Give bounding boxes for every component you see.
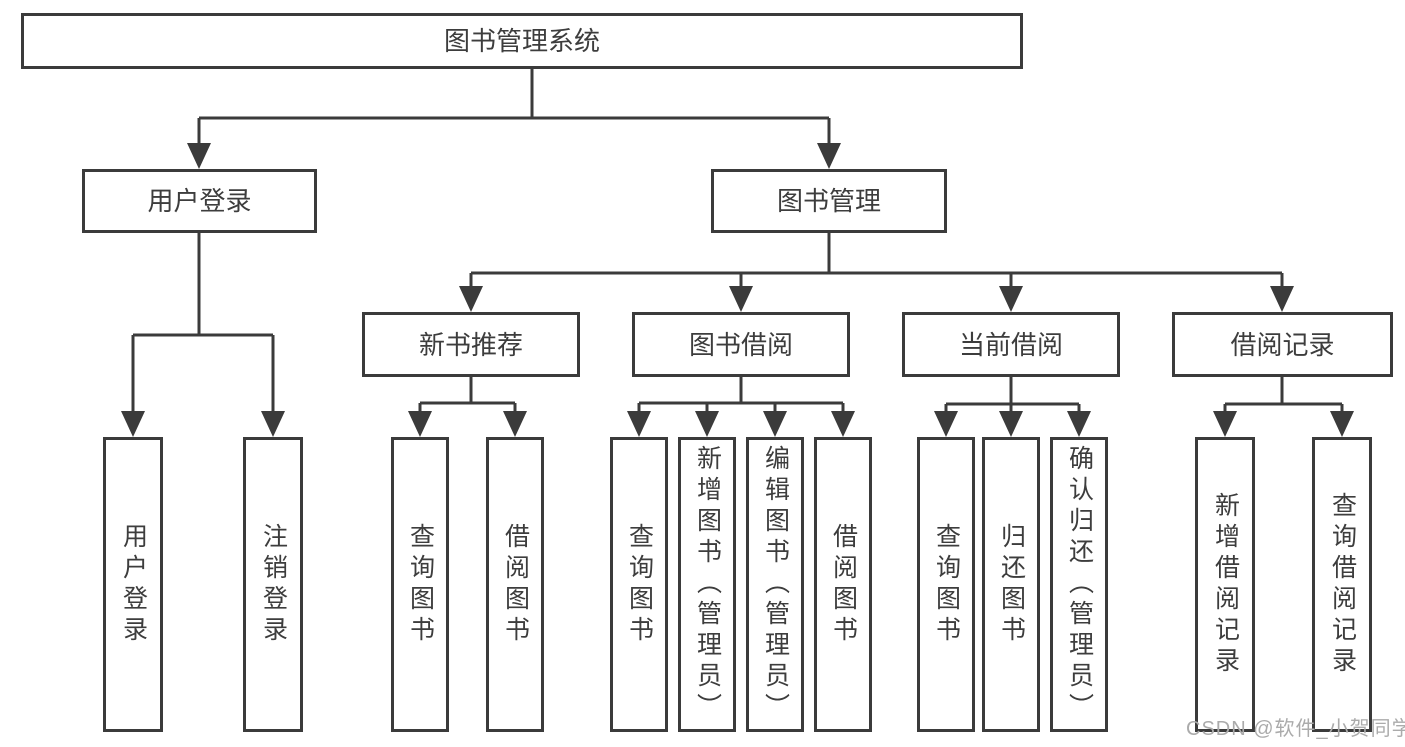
- leaf-current-confirm-return-admin: 确认归还（管理员）: [1050, 437, 1108, 732]
- leaf-rec-borrow-books: 借阅图书: [486, 437, 544, 732]
- leaf-records-add-record: 新增借阅记录: [1195, 437, 1255, 732]
- node-new-book-recommend: 新书推荐: [362, 312, 580, 377]
- watermark: CSDN @软件_小贺同学: [1186, 718, 1405, 740]
- connector-paths: [131, 69, 1344, 417]
- leaf-borrow-edit-books-admin: 编辑图书（管理员）: [746, 437, 804, 732]
- node-book-borrowing: 图书借阅: [632, 312, 850, 377]
- node-user-login: 用户登录: [82, 169, 317, 233]
- arrowheads: [121, 143, 1354, 437]
- node-book-management: 图书管理: [711, 169, 947, 233]
- node-current-borrowing: 当前借阅: [902, 312, 1120, 377]
- leaf-current-return-books: 归还图书: [982, 437, 1040, 732]
- leaf-current-query-books: 查询图书: [917, 437, 975, 732]
- leaf-user-login: 用户登录: [103, 437, 163, 732]
- leaf-records-query-record: 查询借阅记录: [1312, 437, 1372, 732]
- leaf-borrow-query-books: 查询图书: [610, 437, 668, 732]
- node-library-management-system: 图书管理系统: [21, 13, 1023, 69]
- leaf-borrow-borrow-books: 借阅图书: [814, 437, 872, 732]
- node-borrowing-records: 借阅记录: [1172, 312, 1393, 377]
- leaf-logout: 注销登录: [243, 437, 303, 732]
- leaf-rec-query-books: 查询图书: [391, 437, 449, 732]
- leaf-borrow-add-books-admin: 新增图书（管理员）: [678, 437, 736, 732]
